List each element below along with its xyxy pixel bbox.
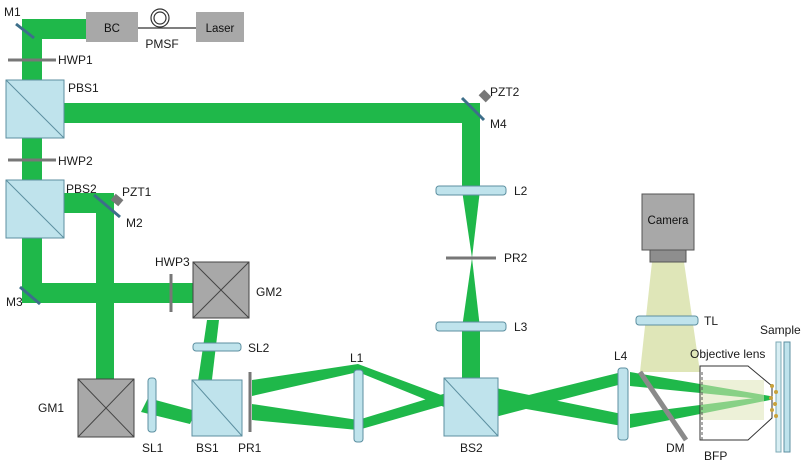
fiber-loop-1	[150, 8, 170, 28]
mirror-m1	[15, 22, 35, 40]
beam-top	[22, 19, 88, 39]
objective-pale-beam	[700, 380, 764, 420]
l1-label: L1	[350, 351, 364, 365]
fiber-loop-2	[153, 11, 167, 25]
sample-slide	[783, 341, 791, 453]
sample-label: Sample	[760, 323, 801, 337]
gm2-label: GM2	[256, 285, 282, 299]
beam-pr1-l1-lower	[252, 404, 358, 430]
mirror-m4	[460, 96, 486, 122]
mirror-m3	[19, 285, 41, 306]
beam-bs2-l4-b	[476, 372, 622, 422]
pmsf-label: PMSF	[145, 37, 178, 51]
bc-label: BC	[104, 23, 120, 35]
l2-label: L2	[514, 184, 528, 198]
l3-label: L3	[514, 320, 528, 334]
sl2-label: SL2	[248, 341, 270, 355]
sample-particles	[769, 384, 778, 418]
gm2-diag-2	[192, 261, 250, 319]
beam-pr1-l1-upper	[252, 364, 358, 396]
m4-label: M4	[490, 117, 507, 131]
lens-l1	[353, 369, 364, 443]
gm1-label: GM1	[38, 401, 64, 415]
laser-label: Laser	[206, 23, 235, 35]
m1-label: M1	[4, 5, 21, 19]
pbs1-label: PBS1	[68, 81, 99, 95]
objective-lens-body	[699, 365, 773, 441]
pbs1-diagonal	[5, 79, 65, 139]
m2-label: M2	[126, 216, 143, 230]
m3-label: M3	[6, 295, 23, 309]
dichroic-mirror-dm	[637, 370, 689, 442]
mirror-m2	[93, 193, 121, 219]
beam-focus-l3	[462, 258, 480, 328]
sample-coverslip	[775, 341, 782, 453]
pzt1-label: PZT1	[122, 185, 152, 199]
beam-bs2-l4-a	[476, 384, 622, 426]
bs1-label: BS1	[196, 441, 219, 455]
beam-gm2-bs1	[197, 320, 219, 388]
pr2-label: PR2	[504, 251, 528, 265]
objective-label: Objective lens	[690, 347, 765, 361]
tube-lens-tl	[635, 315, 699, 326]
camera-mount	[649, 249, 687, 263]
beam-m3-gm2	[22, 283, 194, 303]
camera-label: Camera	[648, 215, 690, 227]
beam-pbs1-m4	[32, 103, 480, 123]
pbs2-diagonal	[5, 179, 65, 239]
beam-l2-focus	[462, 190, 480, 258]
hwp1-label: HWP1	[58, 53, 93, 67]
camera-body	[641, 193, 695, 251]
lens-l4	[617, 367, 629, 441]
beam-collimator-box	[86, 12, 138, 42]
sl1-label: SL1	[142, 441, 164, 455]
beam-l3-bs2	[462, 328, 480, 382]
pzt2-label: PZT2	[490, 85, 520, 99]
bs2-label: BS2	[460, 441, 483, 455]
pr1-label: PR1	[238, 441, 262, 455]
hwp3-label: HWP3	[155, 255, 190, 269]
pzt1-actuator	[110, 193, 124, 207]
hwp2-label: HWP2	[58, 154, 93, 168]
lens-l2	[435, 185, 507, 196]
l4-label: L4	[614, 349, 628, 363]
scan-lens-sl1	[147, 377, 157, 433]
beam-m4-l2	[462, 103, 480, 190]
lens-l3	[435, 321, 507, 332]
bfp-label: BFP	[704, 449, 727, 463]
bs1-diagonal	[191, 379, 243, 437]
pbs2-label: PBS2	[66, 182, 97, 196]
pzt2-actuator	[478, 89, 492, 103]
bs2-diagonal	[443, 377, 499, 437]
gm1-diag-2	[77, 378, 135, 438]
dm-label: DM	[666, 441, 685, 455]
scan-lens-sl2	[192, 342, 242, 352]
laser-box	[196, 12, 244, 42]
tl-label: TL	[704, 314, 718, 328]
